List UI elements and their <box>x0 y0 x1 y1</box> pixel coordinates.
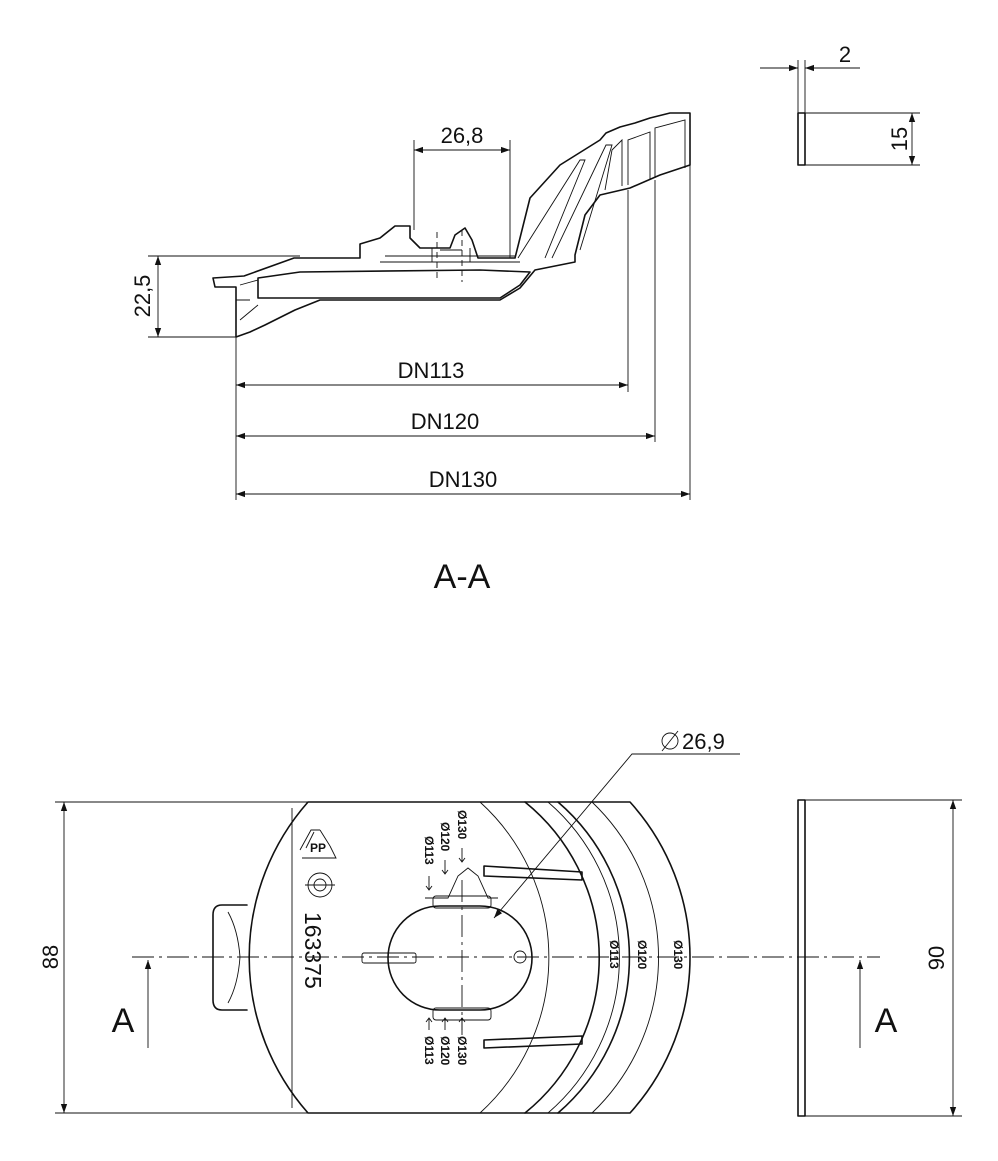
flange-height-label: 15 <box>887 127 912 151</box>
plan-view: PP 163375 Ø113 Ø120 Ø130 Ø130 Ø120 Ø113 … <box>38 729 962 1117</box>
section-seat-lines <box>380 255 520 263</box>
dim-26-8-label: 26,8 <box>441 123 484 148</box>
dim-90-label: 90 <box>924 946 949 970</box>
ring-label-120: Ø120 <box>635 940 649 970</box>
plan-ring-113-inner <box>479 801 550 1114</box>
plan-grip-tab <box>212 904 248 1011</box>
ring-label-130: Ø130 <box>671 940 685 970</box>
dn113-label: DN113 <box>398 358 465 383</box>
flange-thickness-label: 2 <box>839 42 851 67</box>
top-stop-label-120: Ø120 <box>438 822 452 852</box>
bottom-stop-arrows <box>425 1017 466 1030</box>
section-mark-left: A <box>112 1002 135 1040</box>
dim-26-9-label: 26,9 <box>682 729 725 754</box>
part-number: 163375 <box>300 912 326 989</box>
recycle-code: PP <box>310 841 326 855</box>
section-mark-right: A <box>875 1002 898 1040</box>
ring-label-113: Ø113 <box>607 940 621 969</box>
plan-oval-hole <box>387 905 533 1011</box>
section-label: A-A <box>434 558 491 596</box>
bottom-stop-label-113: Ø113 <box>422 1036 436 1065</box>
dim-22-5-label: 22,5 <box>130 275 155 318</box>
dim-88-label: 88 <box>38 945 63 969</box>
target-mark-icon <box>305 872 335 898</box>
diameter-icon <box>661 730 679 752</box>
section-rib-1 <box>517 159 586 259</box>
plan-profile-hint <box>425 867 498 899</box>
section-rib-3 <box>604 138 623 191</box>
section-knob <box>431 248 471 262</box>
section-rib-4 <box>627 131 651 185</box>
plan-outer-outline <box>248 801 691 1114</box>
bottom-stop-label-120: Ø120 <box>438 1036 452 1066</box>
top-stop-label-113: Ø113 <box>422 836 436 865</box>
side-profile-strip <box>797 799 806 1117</box>
flange-profile <box>797 112 806 166</box>
top-stop-arrows <box>425 848 466 891</box>
plan-tongue <box>361 952 417 964</box>
plan-ring-130-inner <box>591 801 659 1114</box>
plan-ring-120-inner <box>547 801 620 1114</box>
section-part-outline <box>212 112 691 338</box>
flange-detail: 2 15 <box>760 42 920 166</box>
section-view: 26,8 22,5 DN113 DN120 DN130 A-A <box>130 112 691 596</box>
bottom-stop-label-130: Ø130 <box>455 1036 469 1066</box>
section-rib-6 <box>236 279 259 321</box>
plan-grip-tab-inner <box>227 911 241 1004</box>
dn120-label: DN120 <box>411 409 479 434</box>
plan-ring-120 <box>557 801 631 1114</box>
dn130-label: DN130 <box>429 467 497 492</box>
plan-rib-top <box>483 865 583 881</box>
plan-rib-bottom <box>483 1035 583 1049</box>
top-stop-label-130: Ø130 <box>455 810 469 840</box>
section-rib-2 <box>551 144 613 259</box>
section-inner-channel <box>257 269 531 299</box>
dim-26-9-leader <box>493 753 740 919</box>
recycle-icon: PP <box>299 829 337 859</box>
section-rib-5 <box>654 119 686 178</box>
